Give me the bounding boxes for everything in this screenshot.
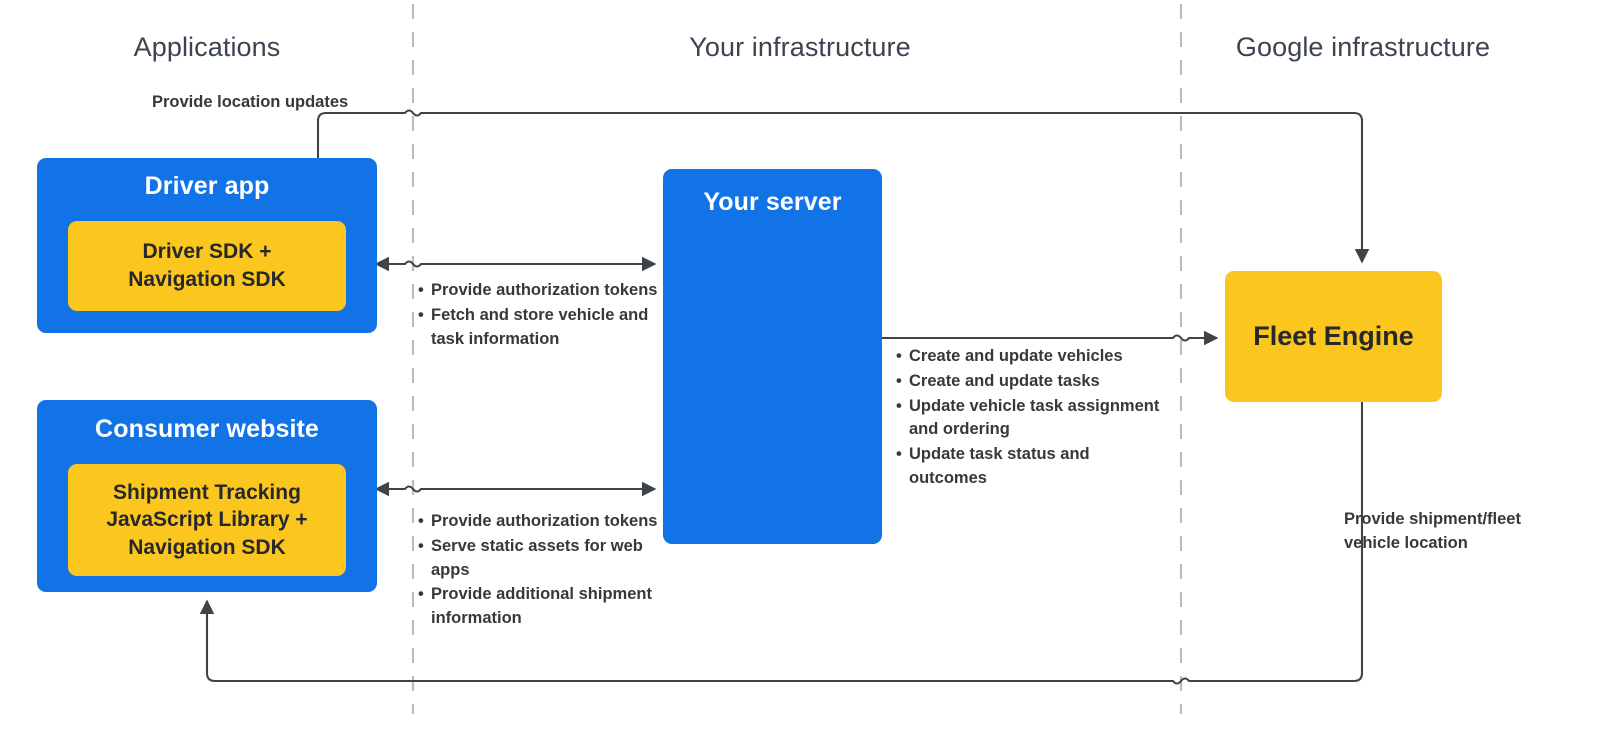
wire-server-to-fleet — [882, 330, 1219, 346]
annotation-fleet-to-consumer: Provide shipment/fleet vehicle location — [1344, 510, 1521, 552]
annotation-driver-server-list: Provide authorization tokensFetch and st… — [418, 279, 664, 351]
zone-header-google-infrastructure: Google infrastructure — [1235, 32, 1491, 62]
annotation-bullet: Provide additional shipment information — [418, 583, 664, 631]
wire-driver-server — [374, 256, 657, 272]
annotation-bullet: Update vehicle task assignment and order… — [896, 395, 1160, 443]
node-driver-app[interactable]: Driver app Driver SDK +Navigation SDK — [37, 158, 377, 333]
node-fleet-engine[interactable]: Fleet Engine — [1225, 271, 1442, 402]
wire-consumer-server — [374, 481, 657, 497]
annotation-driver-server: Provide authorization tokensFetch and st… — [418, 279, 664, 352]
annotation-bullet: Provide authorization tokens — [418, 510, 664, 534]
annotation-bullet: Create and update vehicles — [896, 345, 1160, 369]
zone-header-applications: Applications — [133, 32, 281, 62]
node-driver-app-title: Driver app — [144, 172, 270, 200]
node-your-server-title: Your server — [703, 188, 842, 216]
annotation-bullet: Create and update tasks — [896, 370, 1160, 394]
annotation-bullet: Fetch and store vehicle and task informa… — [418, 304, 664, 352]
node-fleet-engine-title: Fleet Engine — [1253, 321, 1414, 351]
annotation-bullet: Provide authorization tokens — [418, 279, 664, 303]
annotation-consumer-server-list: Provide authorization tokensServe static… — [418, 510, 664, 631]
annotation-server-fleet-list: Create and update vehiclesCreate and upd… — [896, 345, 1160, 491]
annotation-bullet: Update task status and outcomes — [896, 443, 1160, 491]
node-your-server[interactable]: Your server — [663, 169, 882, 544]
annotation-bullet: Serve static assets for web apps — [418, 535, 664, 583]
annotation-server-fleet: Create and update vehiclesCreate and upd… — [896, 345, 1160, 492]
node-driver-sdk[interactable]: Driver SDK +Navigation SDK — [68, 221, 346, 311]
zone-header-your-infrastructure: Your infrastructure — [689, 32, 911, 62]
annotation-provide-location-updates: Provide location updates — [152, 93, 349, 111]
annotation-consumer-server: Provide authorization tokensServe static… — [418, 510, 664, 632]
node-consumer-website-title: Consumer website — [95, 415, 319, 443]
